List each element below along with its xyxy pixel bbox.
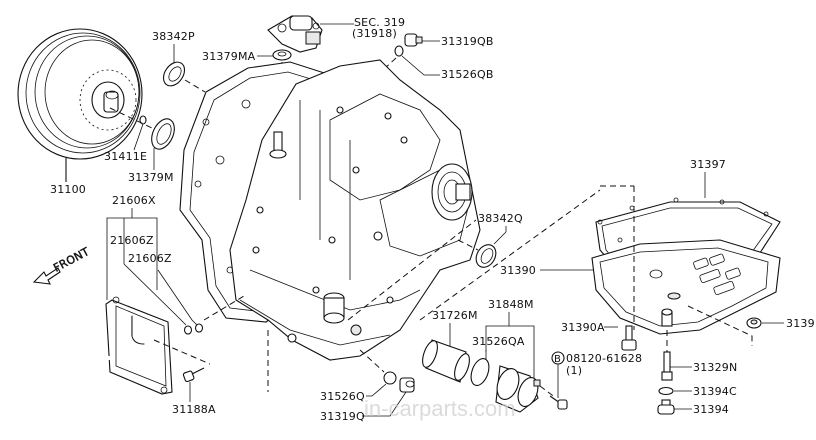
magnet-3139[interactable] — [746, 317, 762, 329]
label-31390a: 31390A — [561, 321, 605, 334]
label-31848m: 31848M — [488, 298, 534, 311]
filter-element-31726m[interactable] — [420, 339, 473, 383]
label-38342p: 38342P — [152, 30, 195, 43]
washer-31526qb[interactable] — [394, 45, 404, 57]
label-31394: 31394 — [693, 403, 729, 416]
label-31379m: 31379M — [128, 171, 174, 184]
leader-31526q — [366, 383, 387, 397]
leader-31319q — [362, 391, 407, 417]
label-21606x: 21606X — [112, 194, 156, 207]
plug-31319qb[interactable] — [404, 33, 423, 47]
transmission-case[interactable] — [229, 59, 481, 361]
label-38342q: 38342Q — [478, 212, 523, 225]
label-31188a: 31188A — [172, 403, 216, 416]
washer-31526q[interactable] — [383, 371, 397, 385]
label-sec319: SEC. 319 — [354, 16, 405, 29]
label-21606z-b: 21606Z — [128, 252, 172, 265]
o-ring-21606z-a[interactable] — [183, 325, 193, 335]
o-ring-21606z-b[interactable] — [194, 323, 204, 333]
label-31526qb: 31526QB — [441, 68, 494, 81]
label-08120-61628: 08120-61628 — [566, 352, 642, 365]
bolt-08120-61628[interactable] — [549, 395, 568, 410]
leader-21606z-b — [157, 269, 198, 326]
label-31379ma: 31379MA — [202, 50, 256, 63]
plug-31379ma[interactable] — [272, 49, 292, 61]
dash-case-right — [347, 219, 477, 321]
solenoid-connector[interactable] — [267, 15, 323, 53]
dash-38342p — [184, 79, 206, 93]
label-31100: 31100 — [50, 183, 86, 196]
torque-converter[interactable] — [17, 28, 143, 160]
label-31390: 31390 — [500, 264, 536, 277]
oil-seal-31379m[interactable] — [147, 115, 179, 152]
drain-tube-31329n[interactable] — [661, 351, 673, 381]
label-31526q: 31526Q — [320, 390, 365, 403]
leader-31411e — [133, 123, 144, 151]
label-31918: (31918) — [352, 27, 397, 40]
oil-seal-38342q[interactable] — [472, 241, 500, 271]
leader-21606z-a — [123, 263, 187, 326]
label-31397: 31397 — [690, 158, 726, 171]
label-31394c: 31394C — [693, 385, 737, 398]
label-31329n: 31329N — [693, 361, 737, 374]
label-31526qa: 31526QA — [472, 335, 525, 348]
label-bolt-qty: (1) — [566, 364, 582, 377]
washer-31394c[interactable] — [658, 386, 674, 396]
leader-31526qb — [401, 55, 440, 76]
watermark: in-carparts.com — [364, 396, 516, 421]
label-31319qb: 31319QB — [441, 35, 494, 48]
oil-cooler-21606x[interactable] — [84, 296, 173, 395]
bolt-ref-symbol — [551, 351, 565, 365]
filter-cover[interactable] — [493, 365, 541, 413]
bolt-31188a[interactable] — [182, 367, 205, 383]
dash-pan-diag — [419, 189, 601, 321]
o-ring-31526qa[interactable] — [468, 356, 493, 388]
bolt-ref-letter: B — [554, 354, 561, 365]
label-31726m: 31726M — [432, 309, 478, 322]
label-3139: 3139 — [786, 317, 815, 330]
bracket-31848m — [485, 325, 535, 382]
label-21606z-a: 21606Z — [110, 234, 154, 247]
bolt-31390a[interactable] — [621, 325, 637, 351]
front-label: FRONT — [51, 245, 91, 275]
dash-converter — [109, 107, 153, 129]
oil-pan-31390[interactable] — [591, 239, 781, 335]
front-direction-indicator: FRONT — [32, 245, 92, 285]
label-31319q: 31319Q — [320, 410, 365, 423]
oil-seal-38342p[interactable] — [159, 58, 189, 90]
dash-31526qb — [369, 57, 397, 83]
plug-31319q[interactable] — [399, 377, 415, 393]
drain-plug-31394[interactable] — [657, 399, 675, 415]
front-arrow-icon — [32, 267, 61, 285]
label-31411e: 31411E — [104, 150, 147, 163]
